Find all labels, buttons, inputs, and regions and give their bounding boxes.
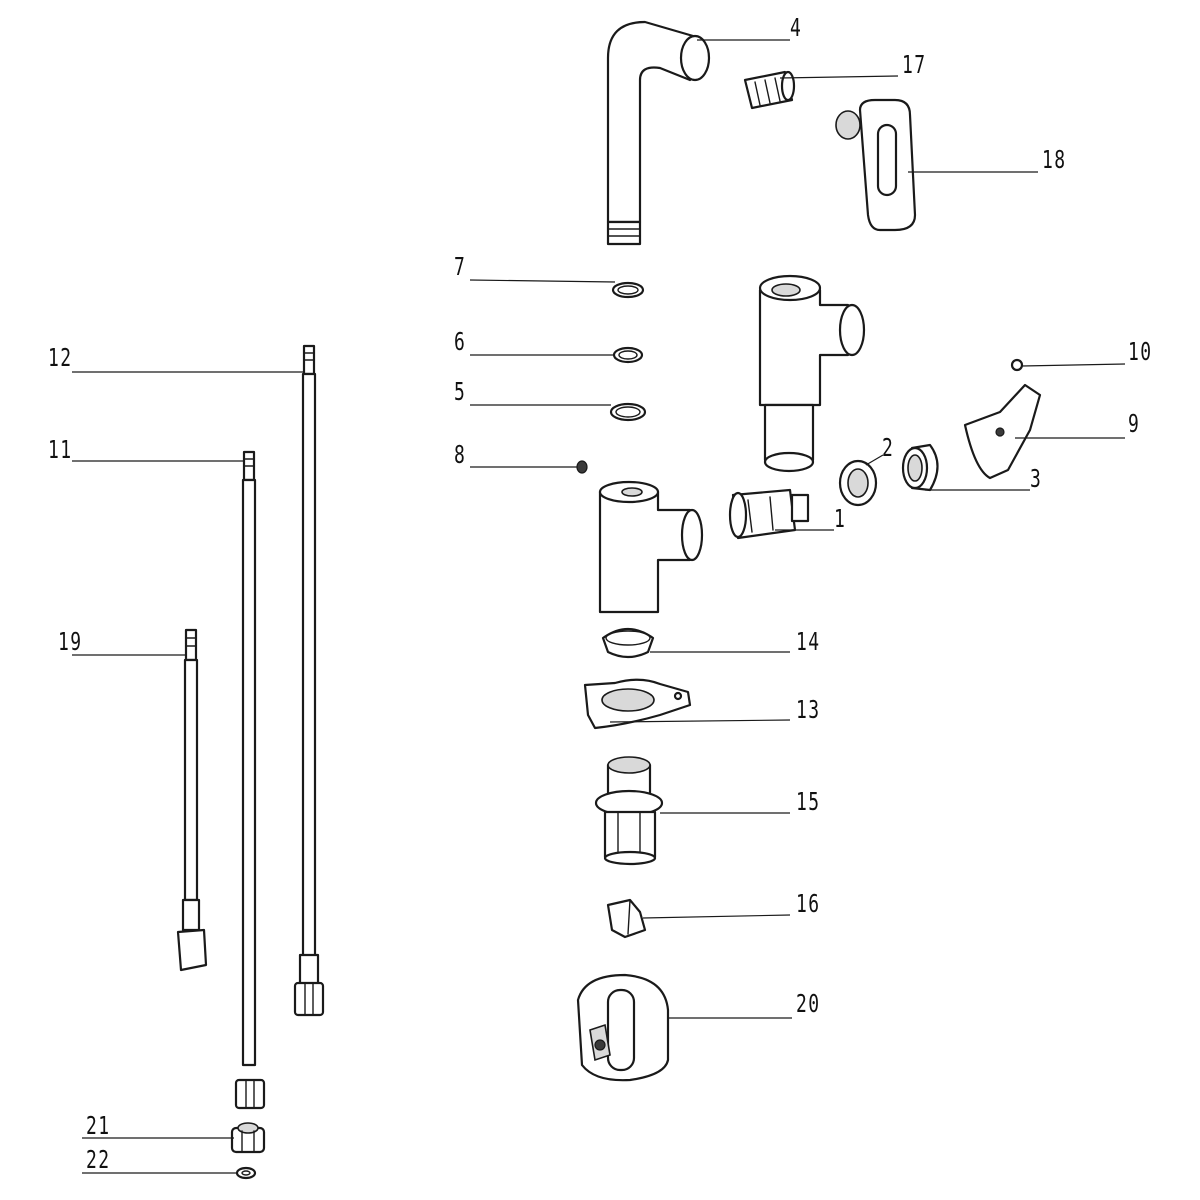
leader-16: [642, 914, 791, 919]
callout-16: 16: [796, 890, 821, 919]
callout-19: 19: [58, 628, 83, 657]
part-4-spout: [606, 20, 711, 246]
lower-body: [598, 480, 704, 614]
part-7-o-ring: [611, 281, 645, 299]
part-18-spray-handle: [835, 98, 917, 232]
callout-11: 11: [48, 436, 73, 465]
callout-9: 9: [1128, 410, 1140, 439]
part-13-plate: [583, 678, 692, 730]
callout-7: 7: [454, 253, 466, 282]
part-3-cap: [901, 443, 939, 492]
part-9-lever: [963, 383, 1042, 480]
leader-lines: [72, 39, 1126, 1174]
callout-labels: 4 17 18 7 6 5 8 12 11 10 9 2 3 1 19 14 1…: [48, 14, 1153, 1175]
callout-3: 3: [1030, 465, 1042, 494]
callout-15: 15: [796, 788, 821, 817]
callout-20: 20: [796, 990, 821, 1019]
callout-18: 18: [1042, 146, 1067, 175]
part-20-cover: [576, 973, 670, 1082]
upper-body: [758, 274, 866, 473]
leader-7: [469, 279, 616, 283]
part-14-washer: [601, 627, 655, 659]
part-16-clip: [606, 898, 647, 939]
leader-17: [779, 75, 899, 79]
part-12-flexi-hose: [293, 344, 325, 1017]
callout-22: 22: [86, 1146, 111, 1175]
part-11-flexi-hose: [234, 450, 266, 1110]
part-6-o-ring: [612, 346, 644, 364]
callout-17: 17: [902, 51, 927, 80]
callout-1: 1: [834, 505, 846, 534]
leader-10: [1021, 363, 1126, 367]
part-17-aerator: [743, 70, 796, 110]
callout-4: 4: [790, 14, 802, 43]
leader-2: [865, 454, 884, 466]
callout-13: 13: [796, 696, 821, 725]
callout-6: 6: [454, 328, 466, 357]
part-8-screw: [576, 460, 588, 474]
callout-5: 5: [454, 378, 466, 407]
part-21-nut: [230, 1122, 266, 1154]
callout-8: 8: [454, 441, 466, 470]
part-15-fitting: [594, 756, 664, 866]
callout-10: 10: [1128, 338, 1153, 367]
callout-21: 21: [86, 1112, 111, 1141]
part-2-nut: [838, 459, 878, 507]
callout-2: 2: [882, 434, 894, 463]
leader-13: [609, 719, 791, 723]
part-19-short-hose: [176, 628, 208, 972]
part-22-washer: [235, 1166, 257, 1180]
callout-12: 12: [48, 344, 73, 373]
callout-14: 14: [796, 628, 821, 657]
part-10-ball: [1010, 358, 1024, 372]
part-1-cartridge: [728, 488, 810, 540]
